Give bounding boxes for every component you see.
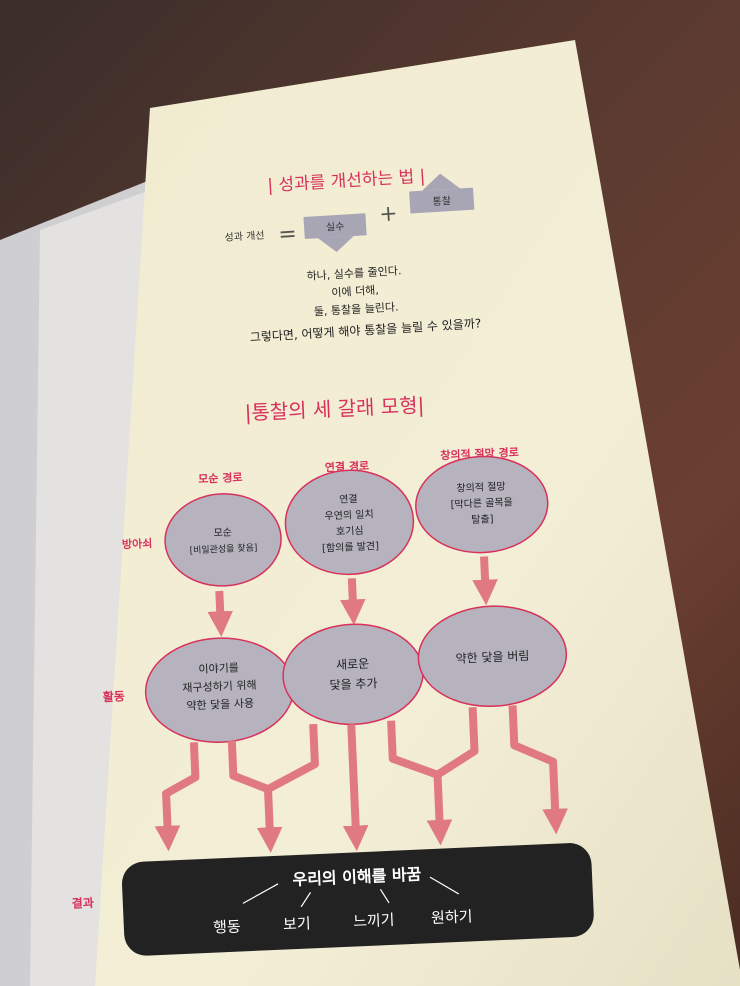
branch-arrow-2b (266, 723, 319, 793)
trigger-creative-line-1: 창의적 절망 (456, 480, 506, 495)
body-line-1: 하나, 실수를 줄인다. (306, 263, 402, 283)
activity-contradiction-line-2: 재구성하기 위해 (182, 678, 257, 695)
trigger-contradiction-line-1: 모순 (213, 526, 232, 539)
body-line-3: 둘, 통찰을 늘린다. (313, 300, 398, 318)
activity-to-result-arrows (154, 705, 568, 853)
activity-circle-connection: 새로운 닻을 추가 (282, 623, 424, 726)
trigger-connection-line-2: 우연의 일치 (324, 508, 374, 522)
row-label-activity: 활동 (102, 688, 125, 704)
formula-left-label: 성과 개선 (224, 229, 265, 243)
trigger-connection-line-3: 호기심 (336, 525, 364, 538)
result-box: 우리의 이해를 바꿈 행동 보기 느끼기 원하기 (121, 843, 594, 956)
formula-term-mistake: 실수 (326, 221, 345, 234)
branch-arrow-4 (387, 720, 453, 846)
trigger-connection-line-1: 연결 (339, 493, 358, 506)
trigger-circle-contradiction: 모순 [비일관성을 찾음] (164, 493, 282, 587)
activity-creative-line-1: 약한 닻을 버림 (455, 648, 529, 666)
trigger-creative-line-2: [막다른 골목을 (450, 496, 513, 511)
row-label-result: 결과 (71, 895, 94, 911)
trigger-contradiction-line-2: [비일관성을 찾음] (189, 542, 257, 556)
arrow-contradiction-down (207, 590, 233, 637)
result-item-feeling: 느끼기 (353, 911, 395, 931)
formula-plus: + (379, 201, 399, 227)
formula-term-insight: 통찰 (432, 195, 451, 208)
trigger-connection-line-4: [함의를 발견] (322, 540, 380, 554)
formula-equals: = (278, 221, 298, 247)
activity-connection-line-1: 새로운 (336, 657, 370, 672)
branch-arrow-2 (227, 740, 283, 853)
branch-arrow-3 (342, 724, 369, 852)
arrow-creative-down (472, 556, 498, 606)
arrow-connection-down (340, 578, 366, 626)
branch-arrow-5 (508, 705, 568, 835)
result-item-action: 행동 (213, 917, 242, 936)
branch-arrow-1 (154, 742, 200, 852)
trigger-creative-line-3: 탈출] (471, 512, 494, 526)
branch-arrow-4b (435, 706, 479, 779)
mistake-down-arrow-box: 실수 (303, 213, 367, 253)
section-insight-model: |통찰의 세 갈래 모형| 모순 경로 연결 경로 창의적 절망 경로 방아쇠 … (71, 393, 594, 956)
activity-contradiction-line-3: 약한 닻을 사용 (186, 696, 254, 713)
body-line-2: 이에 더해, (331, 283, 379, 300)
activity-circle-creative-desperation: 약한 닻을 버림 (417, 605, 568, 708)
result-item-seeing: 보기 (283, 914, 311, 933)
activity-connection-line-2: 닻을 추가 (329, 676, 378, 692)
row-label-trigger: 방아쇠 (122, 536, 153, 551)
trigger-circle-connection: 연결 우연의 일치 호기심 [함의를 발견] (284, 469, 415, 576)
activity-contradiction-line-1: 이야기를 (198, 661, 239, 676)
trigger-circle-creative-desperation: 창의적 절망 [막다른 골목을 탈출] (415, 455, 549, 554)
path-header-contradiction: 모순 경로 (198, 470, 243, 486)
trigger-to-activity-arrows (207, 556, 498, 637)
result-item-wanting: 원하기 (431, 907, 473, 927)
insight-up-arrow-box: 통찰 (409, 173, 475, 214)
